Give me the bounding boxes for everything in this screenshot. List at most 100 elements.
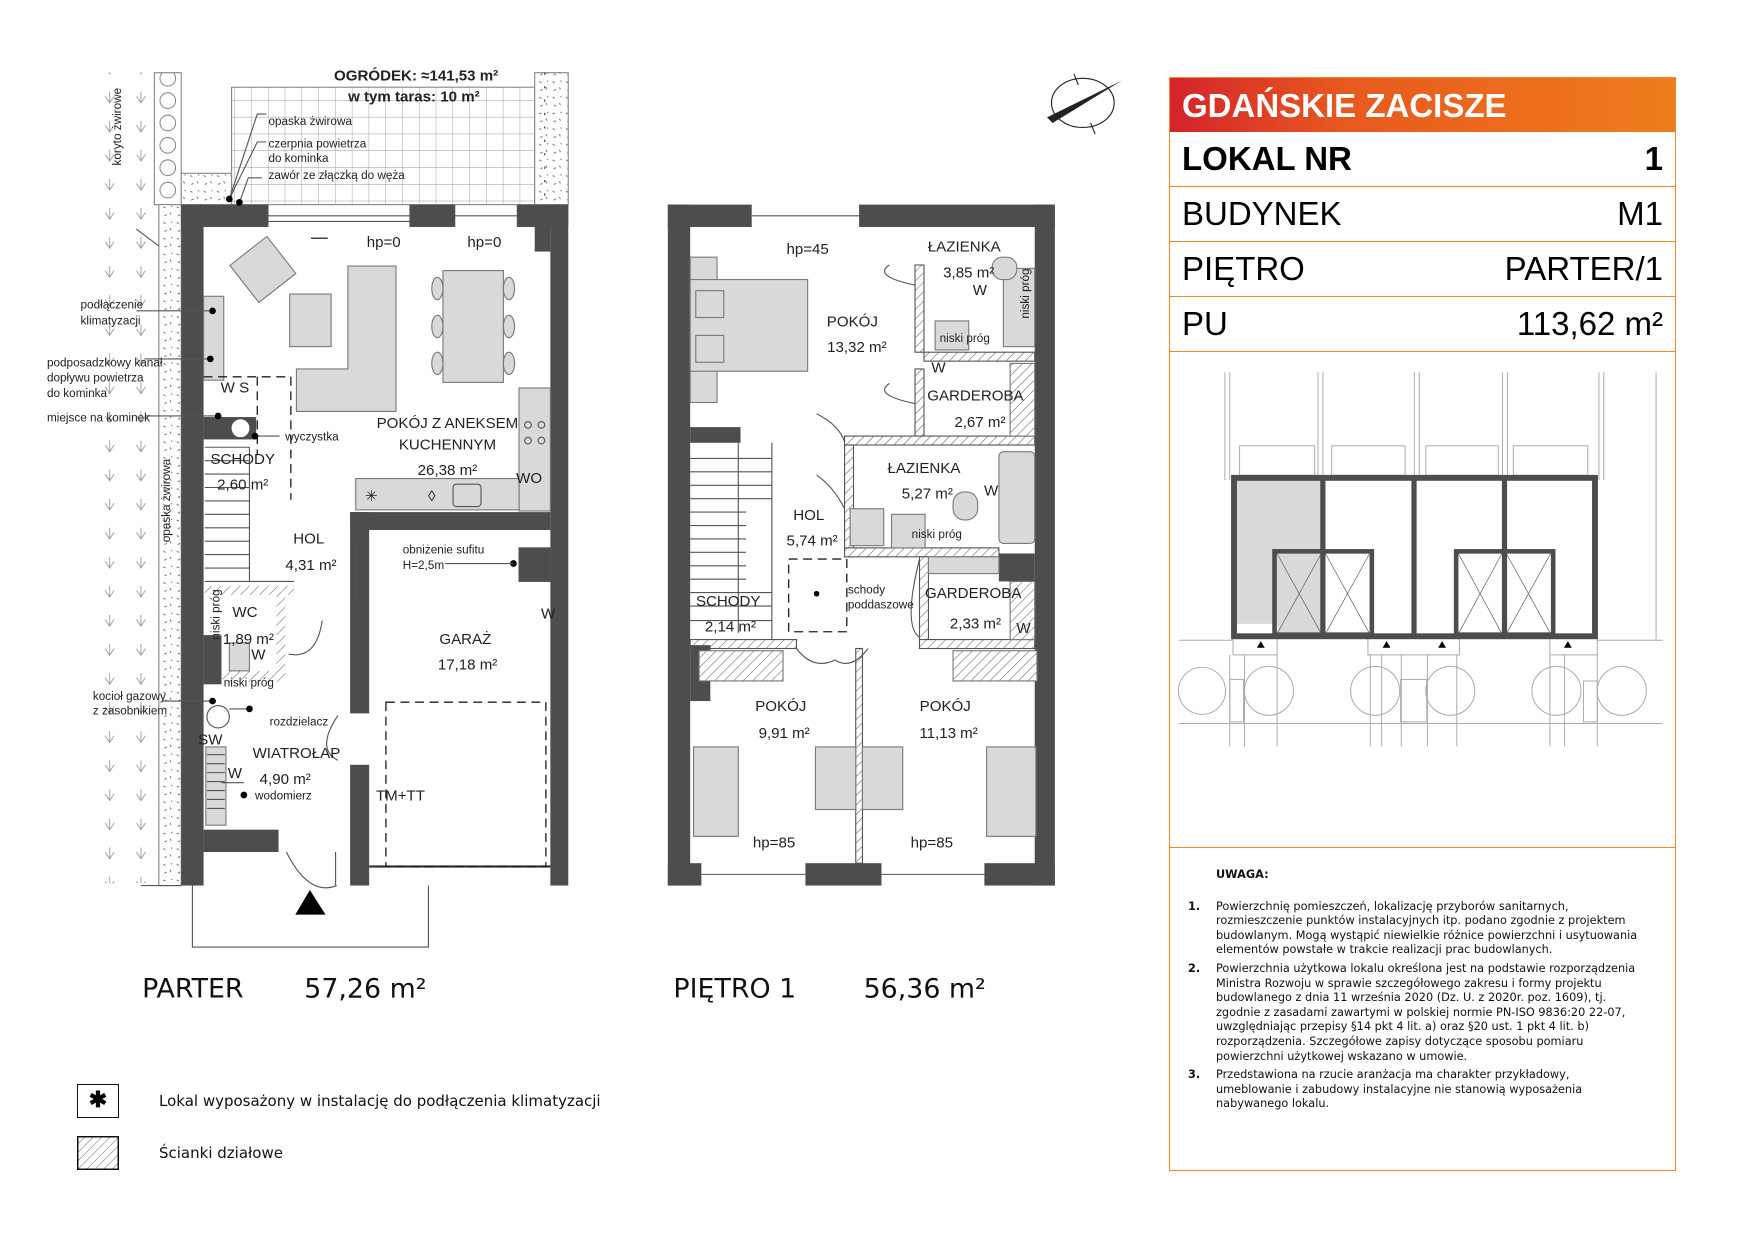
annotation: opaska żwirowa	[160, 458, 173, 542]
lawn-area	[102, 72, 153, 884]
row-label: PIĘTRO	[1182, 250, 1305, 287]
annotation: podposadzkowy kanał	[47, 357, 163, 370]
note-number: 2.	[1188, 961, 1201, 975]
note-text: Przedstawiona na rzucie aranżacja ma cha…	[1216, 1068, 1583, 1111]
sofa	[295, 265, 397, 413]
room-area: 9,91 m²	[759, 725, 810, 742]
room-name: GARDEROBA	[925, 585, 1022, 602]
note-text: Powierzchnię pomieszczeń, lokalizację pr…	[1216, 899, 1638, 957]
notes: UWAGA: 1.Powierzchnię pomieszczeń, lokal…	[1188, 868, 1643, 1116]
annotation: niski próg	[912, 528, 962, 541]
bed	[986, 746, 1037, 837]
note-number: 3.	[1188, 1068, 1201, 1082]
row-value: M1	[1617, 195, 1663, 232]
room-name: SCHODY	[210, 451, 275, 468]
floor-area: 56,36 m²	[864, 973, 986, 1004]
room-area: 5,27 m²	[902, 486, 953, 503]
bathtub	[998, 451, 1036, 544]
window-height: hp=85	[753, 835, 795, 852]
room-area: 2,60 m²	[217, 477, 268, 494]
annotation: z zasobnikiem	[93, 704, 167, 717]
garden-area: OGRÓDEK: ≈141,53 m²	[334, 67, 498, 85]
fridge-icon: ✳	[365, 488, 378, 505]
room-name: POKÓJ	[755, 698, 806, 715]
room-name: POKÓJ	[920, 698, 971, 715]
annotation: rozdzielacz	[270, 716, 329, 729]
annotation: obniżenie sufitu	[403, 543, 485, 556]
row-value: 113,62 m²	[1516, 305, 1663, 342]
annotation: W	[973, 282, 988, 299]
annotation: opaska żwirowa	[268, 115, 352, 128]
notes-heading: UWAGA:	[1216, 868, 1269, 881]
annotation: wodomierz	[254, 789, 312, 802]
dining-table	[442, 270, 504, 383]
annotation: niski próg	[940, 332, 990, 345]
annotation: H=2,5m	[403, 559, 444, 572]
room-name: POKÓJ	[827, 313, 878, 330]
annotation: niski próg	[209, 589, 222, 639]
room-area: 26,38 m²	[418, 462, 478, 479]
gravel-strip	[158, 204, 182, 887]
wardrobe	[952, 650, 1038, 682]
gravel-trough	[153, 72, 182, 206]
room-name: POKÓJ Z ANEKSEM	[377, 415, 519, 432]
annotation: wyczystka	[284, 431, 339, 444]
hatch-icon	[77, 1136, 119, 1170]
annotation: W	[228, 765, 243, 782]
washing-machine	[849, 508, 885, 547]
floor-area: 57,26 m²	[304, 973, 426, 1004]
north-arrow-icon	[1047, 73, 1122, 135]
annotation: kocioł gazowy	[93, 690, 166, 703]
armchair	[229, 235, 297, 304]
annotation: schody	[848, 584, 885, 597]
row-label: PU	[1182, 305, 1228, 342]
annotation: W	[541, 605, 556, 622]
entrance-triangle-icon	[295, 890, 326, 915]
sink-icon: ◊	[428, 488, 436, 505]
annotation: czerpnia powietrza	[268, 138, 366, 151]
room-area: 17,18 m²	[438, 657, 498, 674]
window-height: hp=0	[467, 234, 501, 251]
floor-label: PIĘTRO 1	[673, 973, 796, 1004]
legend-item-partition-walls: Ścianki działowe	[159, 1144, 283, 1162]
terrace	[230, 86, 536, 206]
room-name: GARDEROBA	[927, 387, 1024, 404]
key-plan	[1177, 372, 1663, 747]
car-outline	[385, 701, 547, 868]
annotation: TM+TT	[376, 788, 425, 805]
desk	[861, 746, 904, 811]
annotation: WO	[516, 470, 542, 487]
annotation: W	[1016, 620, 1031, 637]
window-height: hp=0	[367, 234, 401, 251]
note-text: Powierzchnia użytkowa lokalu określona j…	[1216, 961, 1636, 1063]
annotation: koryto żwirowe	[111, 88, 124, 166]
room-area: 13,32 m²	[827, 339, 887, 356]
room-name: WIATROŁAP	[253, 745, 341, 762]
kitchen-counter	[518, 387, 551, 512]
toilet	[952, 491, 979, 521]
window-height: hp=45	[786, 241, 828, 258]
annotation: dopływu powietrza	[47, 371, 144, 384]
annotation: SW	[198, 732, 223, 749]
room-area: 1,89 m²	[223, 631, 274, 648]
first-floor-plan: hp=45 ŁAZIENKA 3,85 m² W niski próg POKÓ…	[667, 204, 1055, 1004]
row-label: LOKAL NR	[1182, 140, 1352, 177]
info-row-area: PU 113,62 m²	[1170, 297, 1675, 352]
annotation: W	[984, 482, 999, 499]
annotation: W	[931, 359, 946, 376]
floor-label: PARTER	[142, 973, 244, 1004]
bed	[692, 746, 739, 837]
note-item: 1.Powierzchnię pomieszczeń, lokalizację …	[1188, 900, 1643, 958]
room-name: KUCHENNYM	[399, 436, 496, 453]
window-height: hp=85	[911, 835, 953, 852]
asterisk-symbol: ✱	[88, 1087, 108, 1112]
room-name: ŁAZIENKA	[928, 239, 1002, 256]
wardrobe	[698, 650, 784, 682]
project-title: GDAŃSKIE ZACISZE	[1170, 78, 1675, 132]
room-area: 2,67 m²	[954, 414, 1005, 431]
attic-stairs-hatch	[787, 558, 848, 633]
annotation: poddaszowe	[848, 598, 914, 611]
note-item: 2. Powierzchnia użytkowa lokalu określona…	[1188, 962, 1643, 1064]
